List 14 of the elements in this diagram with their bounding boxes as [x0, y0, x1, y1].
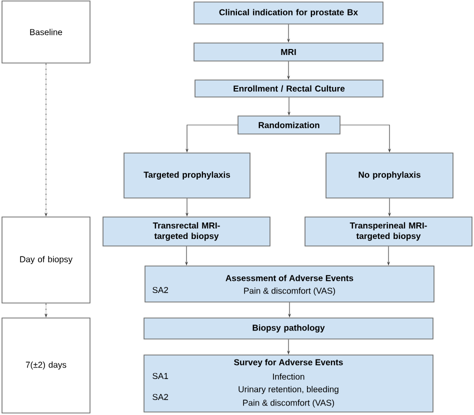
process-box: Survey for Adverse Events SA1 Infection SA2 Urinary retention, bleeding Pain & discomfort (VAS) — [144, 354, 434, 412]
process-box: Biopsy pathology — [144, 318, 434, 340]
process-box: Enrollment / Rectal Culture — [194, 80, 384, 98]
timepoint-box: Baseline — [2, 0, 90, 64]
process-box: Transperineal MRI-targeted biopsy — [304, 216, 472, 246]
process-box: Assessment of Adverse Events SA2 Pain & discomfort (VAS) — [144, 266, 434, 302]
timepoint-box: 7(±2) days — [2, 318, 90, 414]
process-box: No prophylaxis — [326, 152, 454, 198]
process-box: Targeted prophylaxis — [124, 152, 250, 198]
process-box: Transrectal MRI-targeted biopsy — [102, 216, 270, 246]
process-box: Clinical indication for prostate Bx — [194, 2, 384, 24]
process-box: MRI — [194, 42, 384, 62]
timepoint-box: Day of biopsy — [2, 216, 90, 304]
process-box: Randomization — [238, 116, 340, 134]
